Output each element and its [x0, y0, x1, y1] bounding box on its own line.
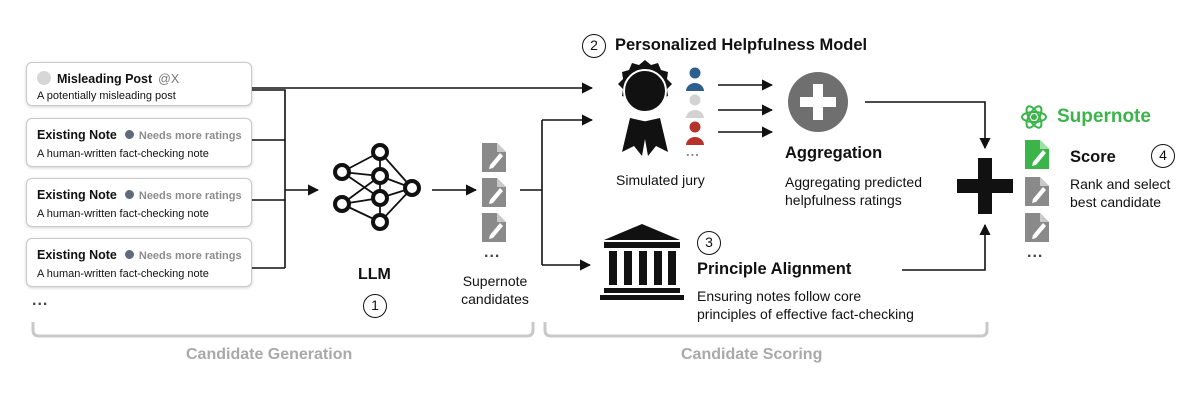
aggregation-desc-line1: Aggregating predicted — [785, 174, 922, 190]
user-avatar-icon — [37, 71, 51, 85]
note-title: Existing Note — [37, 248, 117, 262]
supernote-label: Supernote — [1057, 106, 1151, 127]
phm-title: Personalized Helpfulness Model — [615, 36, 868, 54]
jury-person-icons — [686, 67, 704, 145]
note-text: A human-written fact-checking note — [37, 208, 209, 220]
doc-icon — [1025, 177, 1049, 206]
existing-note-card: Existing Note Needs more ratings A human-… — [26, 118, 252, 167]
step-4-badge: 4 — [1151, 144, 1175, 168]
score-title: Score — [1070, 148, 1116, 166]
person-icon-blue — [686, 67, 704, 91]
candidate-doc-icons — [482, 143, 506, 242]
principle-title: Principle Alignment — [697, 260, 852, 278]
scoring-bracket — [543, 322, 989, 338]
score-doc-icons — [1025, 140, 1049, 242]
aggregation-desc-line2: helpfulness ratings — [785, 192, 902, 208]
person-icon-red — [686, 121, 704, 145]
note-title: Existing Note — [37, 128, 117, 142]
combine-plus-icon — [957, 158, 1013, 214]
status-dot-icon — [124, 130, 134, 139]
principle-desc: Ensuring notes follow core principles of… — [697, 287, 914, 323]
neural-network-icon — [333, 143, 421, 231]
step-2-badge: 2 — [582, 34, 606, 58]
step-1-badge: 1 — [363, 294, 387, 318]
aggregation-plus-icon — [788, 72, 848, 132]
doc-icon-selected — [1025, 140, 1049, 169]
candidates-ellipsis: ... — [484, 244, 501, 261]
candidates-label: Supernote candidates — [455, 272, 535, 308]
more-notes-ellipsis: ... — [32, 292, 49, 309]
candidates-label-line2: candidates — [461, 291, 529, 307]
existing-note-card: Existing Note Needs more ratings A human-… — [26, 178, 252, 227]
note-title: Existing Note — [37, 188, 117, 202]
score-desc-line1: Rank and select — [1070, 176, 1171, 192]
generation-bracket — [31, 322, 535, 338]
phase-generation-label: Candidate Generation — [186, 346, 353, 363]
aggregation-title: Aggregation — [785, 144, 883, 162]
post-text: A potentially misleading post — [37, 90, 176, 102]
simulated-jury-label: Simulated jury — [616, 172, 705, 188]
principle-desc-line2: principles of effective fact-checking — [697, 306, 914, 322]
candidates-label-line1: Supernote — [462, 273, 528, 289]
doc-icon — [1025, 213, 1049, 242]
score-desc-line2: best candidate — [1070, 194, 1162, 210]
input-connectors — [252, 82, 594, 269]
supernote-atom-icon — [1021, 105, 1047, 129]
doc-icon — [482, 213, 506, 242]
jury-ellipsis: ... — [686, 144, 700, 159]
note-text: A human-written fact-checking note — [37, 268, 209, 280]
candidate-split-connectors — [520, 114, 594, 271]
misleading-post-card: Misleading Post @X A potentially misleadi… — [26, 62, 252, 106]
post-title: Misleading Post — [57, 72, 153, 86]
doc-icon — [482, 143, 506, 172]
arrow-aggregation-to-combine — [865, 101, 991, 150]
score-ellipsis: ... — [1027, 244, 1044, 261]
person-icon-gray — [686, 94, 704, 118]
status-dot-icon — [124, 250, 134, 259]
doc-icon — [482, 178, 506, 207]
jury-to-aggregation-arrows — [718, 79, 774, 138]
note-status: Needs more ratings — [138, 190, 242, 202]
score-desc: Rank and select best candidate — [1070, 175, 1170, 211]
post-handle: @X — [158, 72, 180, 86]
principle-desc-line1: Ensuring notes follow core — [697, 288, 862, 304]
phase-scoring-label: Candidate Scoring — [681, 346, 823, 363]
note-status: Needs more ratings — [138, 250, 242, 262]
existing-note-card: Existing Note Needs more ratings A human-… — [26, 238, 252, 287]
step-3-badge: 3 — [697, 231, 721, 255]
status-dot-icon — [124, 190, 134, 199]
award-ribbon-icon — [618, 60, 672, 156]
note-status: Needs more ratings — [138, 130, 242, 142]
llm-label: LLM — [358, 266, 391, 283]
note-text: A human-written fact-checking note — [37, 148, 209, 160]
aggregation-desc: Aggregating predicted helpfulness rating… — [785, 173, 922, 209]
principle-pillars-icon — [600, 224, 684, 300]
arrow-principle-to-combine — [902, 223, 991, 271]
